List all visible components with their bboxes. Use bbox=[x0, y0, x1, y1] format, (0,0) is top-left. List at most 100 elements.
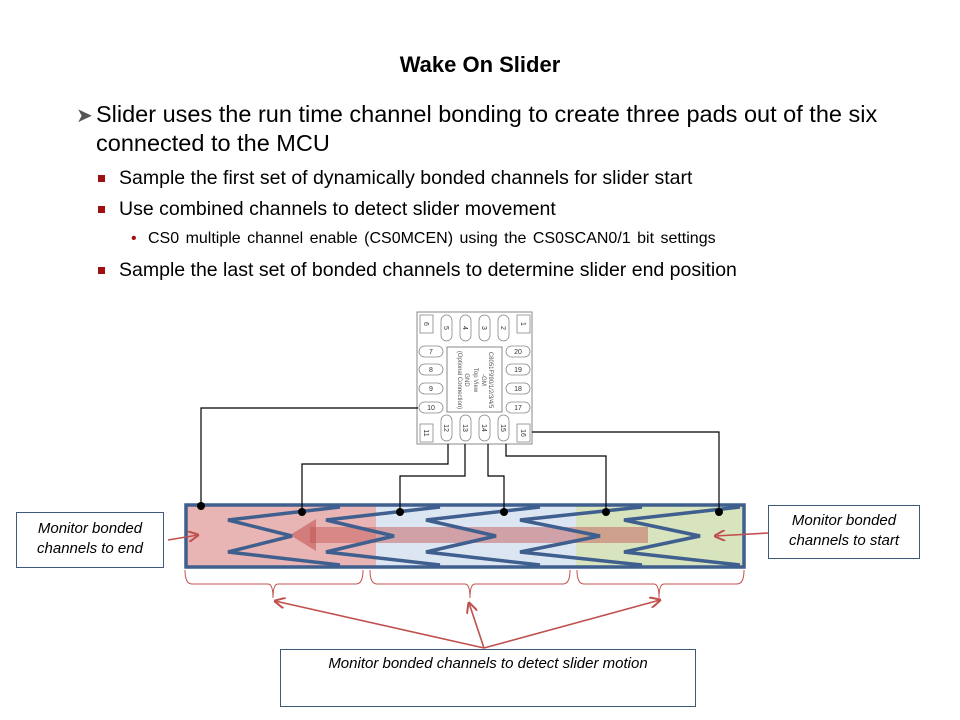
chip-pin-16: 16 bbox=[516, 423, 531, 443]
chip-view-label: Top View bbox=[472, 368, 478, 393]
contact-dot bbox=[298, 508, 306, 516]
svg-text:19: 19 bbox=[514, 367, 522, 374]
callout-motion: Monitor bonded channels to detect slider… bbox=[280, 649, 696, 707]
bullet-text: Sample the last set of bonded channels t… bbox=[119, 259, 737, 281]
wire-pin-16 bbox=[532, 431, 720, 512]
chip-pin-18: 18 bbox=[505, 382, 531, 395]
chip-pin-9: 9 bbox=[418, 382, 444, 395]
brace-group-2 bbox=[369, 569, 571, 599]
callout-end-text: Monitor bonded channels to end bbox=[37, 520, 143, 557]
electrode-contacts bbox=[197, 502, 723, 516]
dot-bullet-icon: • bbox=[131, 230, 137, 247]
brace-group-3 bbox=[576, 569, 745, 599]
bullet-text: Use combined channels to detect slider m… bbox=[119, 198, 556, 220]
svg-text:18: 18 bbox=[514, 386, 522, 393]
wire-pin-15 bbox=[505, 444, 607, 512]
svg-text:9: 9 bbox=[429, 386, 433, 393]
chip-pin-8: 8 bbox=[418, 363, 444, 376]
slide-title: Wake On Slider bbox=[399, 52, 561, 77]
arrow-to-start bbox=[715, 533, 769, 536]
svg-text:16: 16 bbox=[519, 429, 526, 437]
svg-text:5: 5 bbox=[442, 326, 449, 330]
electrode-separator bbox=[227, 505, 341, 567]
wire-pin-14 bbox=[487, 444, 505, 512]
square-bullet-icon bbox=[98, 206, 105, 213]
chip-part-number: C8051F990/1/2/3/4/5 bbox=[487, 352, 493, 409]
svg-text:8: 8 bbox=[429, 367, 433, 374]
svg-text:20: 20 bbox=[514, 349, 522, 356]
chip-pin-10: 10 bbox=[418, 401, 444, 414]
chip-pin-3: 3 bbox=[478, 314, 491, 342]
bullet-item: Sample the last set of bonded channels t… bbox=[78, 258, 908, 282]
annotation-arrows bbox=[167, 533, 769, 649]
brace-group-1 bbox=[184, 569, 364, 599]
contact-dot bbox=[602, 508, 610, 516]
svg-text:3: 3 bbox=[480, 326, 487, 330]
slider-motion-arrow bbox=[290, 519, 648, 551]
group-braces bbox=[184, 569, 745, 599]
arrow-motion-1 bbox=[275, 601, 485, 649]
arrow-to-end bbox=[167, 535, 198, 540]
chip-pin-11: 11 bbox=[419, 423, 434, 443]
callout-end: Monitor bonded channels to end bbox=[16, 512, 164, 568]
wire-pin-12 bbox=[301, 444, 449, 512]
wiring bbox=[200, 407, 720, 512]
svg-text:7: 7 bbox=[429, 349, 433, 356]
arrow-motion-3 bbox=[483, 600, 660, 649]
svg-text:10: 10 bbox=[427, 405, 435, 412]
contact-dot bbox=[197, 502, 205, 510]
contact-dot bbox=[500, 508, 508, 516]
bullet-item: ➤ Slider uses the run time channel bondi… bbox=[76, 100, 908, 158]
square-bullet-icon bbox=[98, 267, 105, 274]
svg-text:1: 1 bbox=[519, 322, 526, 326]
chip-pin-20: 20 bbox=[505, 345, 531, 358]
chip-center-pad bbox=[446, 346, 503, 413]
chip-part-suffix: -GM bbox=[480, 374, 486, 386]
bullet-item: • CS0 multiple channel enable (CS0MCEN) … bbox=[78, 228, 908, 250]
callout-motion-text: Monitor bonded channels to detect slider… bbox=[328, 655, 648, 672]
svg-text:2: 2 bbox=[499, 326, 506, 330]
svg-text:6: 6 bbox=[422, 322, 429, 326]
contact-dot bbox=[396, 508, 404, 516]
chip-pin-12: 12 bbox=[440, 414, 453, 442]
electrode-separator bbox=[519, 505, 643, 567]
svg-text:17: 17 bbox=[514, 405, 522, 412]
wire-pin-13 bbox=[399, 444, 466, 512]
bullet-item: Use combined channels to detect slider m… bbox=[78, 197, 908, 221]
svg-text:11: 11 bbox=[422, 429, 429, 436]
callout-start-text: Monitor bonded channels to start bbox=[788, 512, 900, 549]
contact-dot bbox=[715, 508, 723, 516]
mcu-chip: C8051F990/1/2/3/4/5 -GM Top View GND (Op… bbox=[416, 311, 533, 445]
wire-pin-10 bbox=[200, 407, 418, 505]
arrow-bullet-icon: ➤ bbox=[76, 105, 93, 127]
slider-electrodes bbox=[227, 505, 741, 567]
electrode-separator bbox=[425, 505, 541, 567]
chip-pin-15: 15 bbox=[497, 414, 510, 442]
electrode-separator bbox=[623, 505, 741, 567]
chip-pin-6: 6 bbox=[419, 314, 434, 334]
chip-pin-7: 7 bbox=[418, 345, 444, 358]
svg-text:15: 15 bbox=[499, 424, 506, 432]
svg-text:12: 12 bbox=[442, 424, 449, 432]
slider-outline bbox=[184, 503, 746, 569]
electrode-separator bbox=[325, 505, 441, 567]
bullet-text: Sample the first set of dynamically bond… bbox=[119, 167, 693, 189]
svg-text:13: 13 bbox=[461, 424, 468, 432]
chip-gnd-label: GND bbox=[463, 373, 469, 387]
chip-pin-19: 19 bbox=[505, 363, 531, 376]
svg-text:4: 4 bbox=[461, 326, 468, 330]
bullet-item: Sample the first set of dynamically bond… bbox=[78, 166, 908, 190]
bullet-text: Slider uses the run time channel bonding… bbox=[96, 101, 878, 156]
square-bullet-icon bbox=[98, 175, 105, 182]
chip-pin-13: 13 bbox=[459, 414, 472, 442]
chip-pin-17: 17 bbox=[505, 401, 531, 414]
chip-pin-14: 14 bbox=[478, 414, 491, 442]
svg-text:14: 14 bbox=[480, 424, 487, 432]
chip-pin-5: 5 bbox=[440, 314, 453, 342]
bullet-list: ➤ Slider uses the run time channel bondi… bbox=[76, 100, 908, 289]
chip-pin-4: 4 bbox=[459, 314, 472, 342]
chip-gnd-note: (Optional Connection) bbox=[456, 351, 462, 409]
chip-pin-1: 1 bbox=[516, 314, 531, 334]
callout-start: Monitor bonded channels to start bbox=[768, 505, 920, 559]
